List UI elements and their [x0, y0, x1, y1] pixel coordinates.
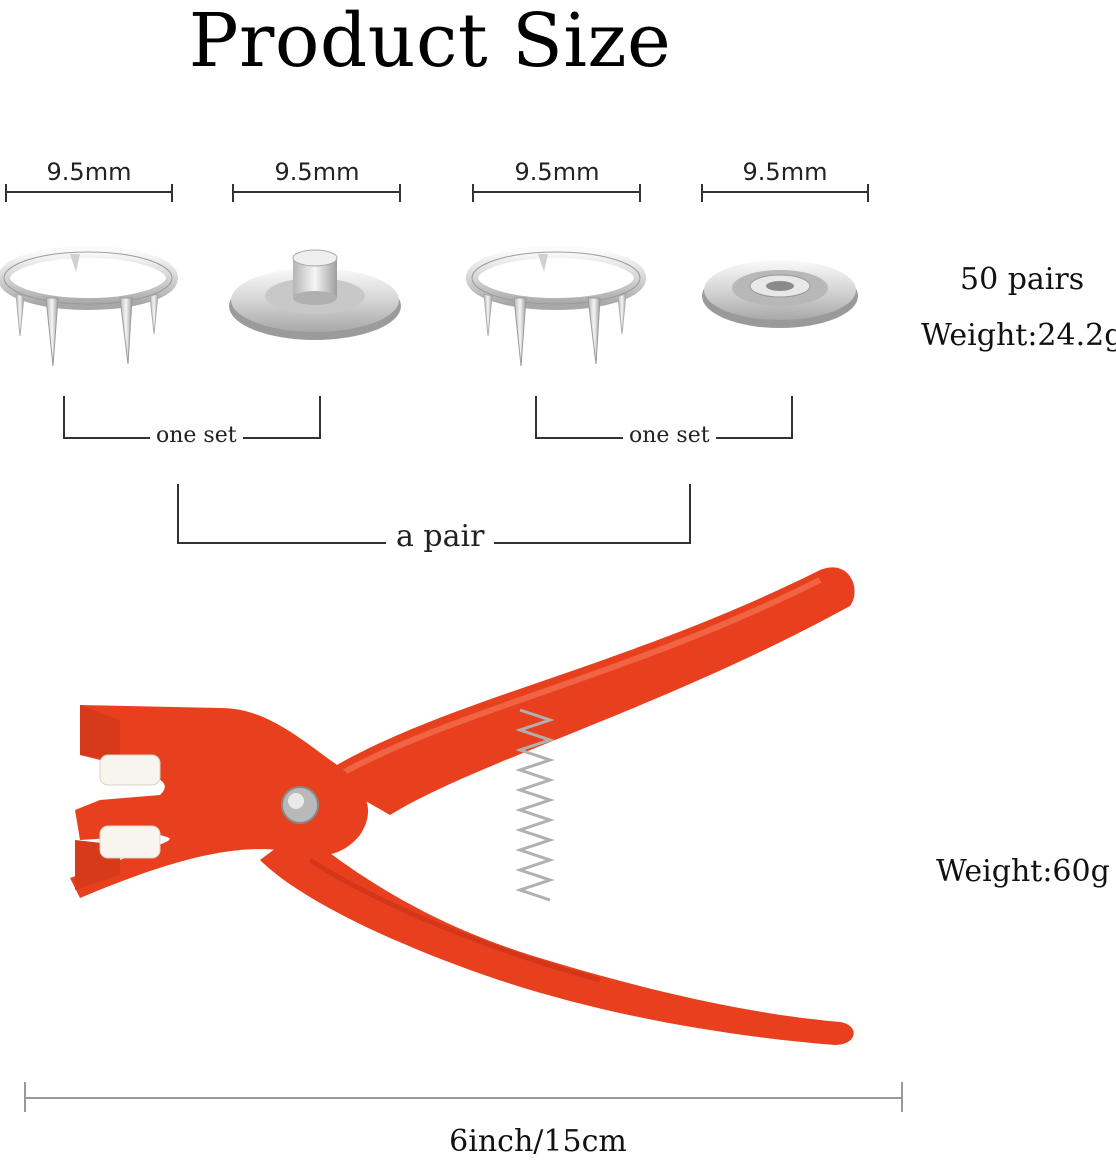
- tool-length-label: 6inch/15cm: [449, 1124, 627, 1159]
- dimension-label-1: 9.5mm: [46, 158, 132, 186]
- dimension-label-2: 9.5mm: [274, 158, 360, 186]
- dimension-label-4: 9.5mm: [742, 158, 828, 186]
- snap-stud-icon: [229, 249, 401, 340]
- set-label-1: one set: [150, 423, 243, 448]
- snap-parts: [0, 246, 858, 367]
- snap-socket-icon: [702, 260, 858, 328]
- tool-weight-label: Weight:60g: [936, 854, 1110, 889]
- set-label-2: one set: [623, 423, 716, 448]
- quantity-label: 50 pairs: [960, 262, 1085, 297]
- page-title: Product Size: [188, 0, 672, 84]
- pair-label: a pair: [386, 519, 495, 554]
- prong-ring-icon: [0, 246, 178, 367]
- dimension-label-3: 9.5mm: [514, 158, 600, 186]
- snap-pliers-icon: [70, 567, 855, 1045]
- snap-weight-label: Weight:24.2g: [921, 318, 1116, 353]
- prong-ring-icon: [466, 246, 646, 367]
